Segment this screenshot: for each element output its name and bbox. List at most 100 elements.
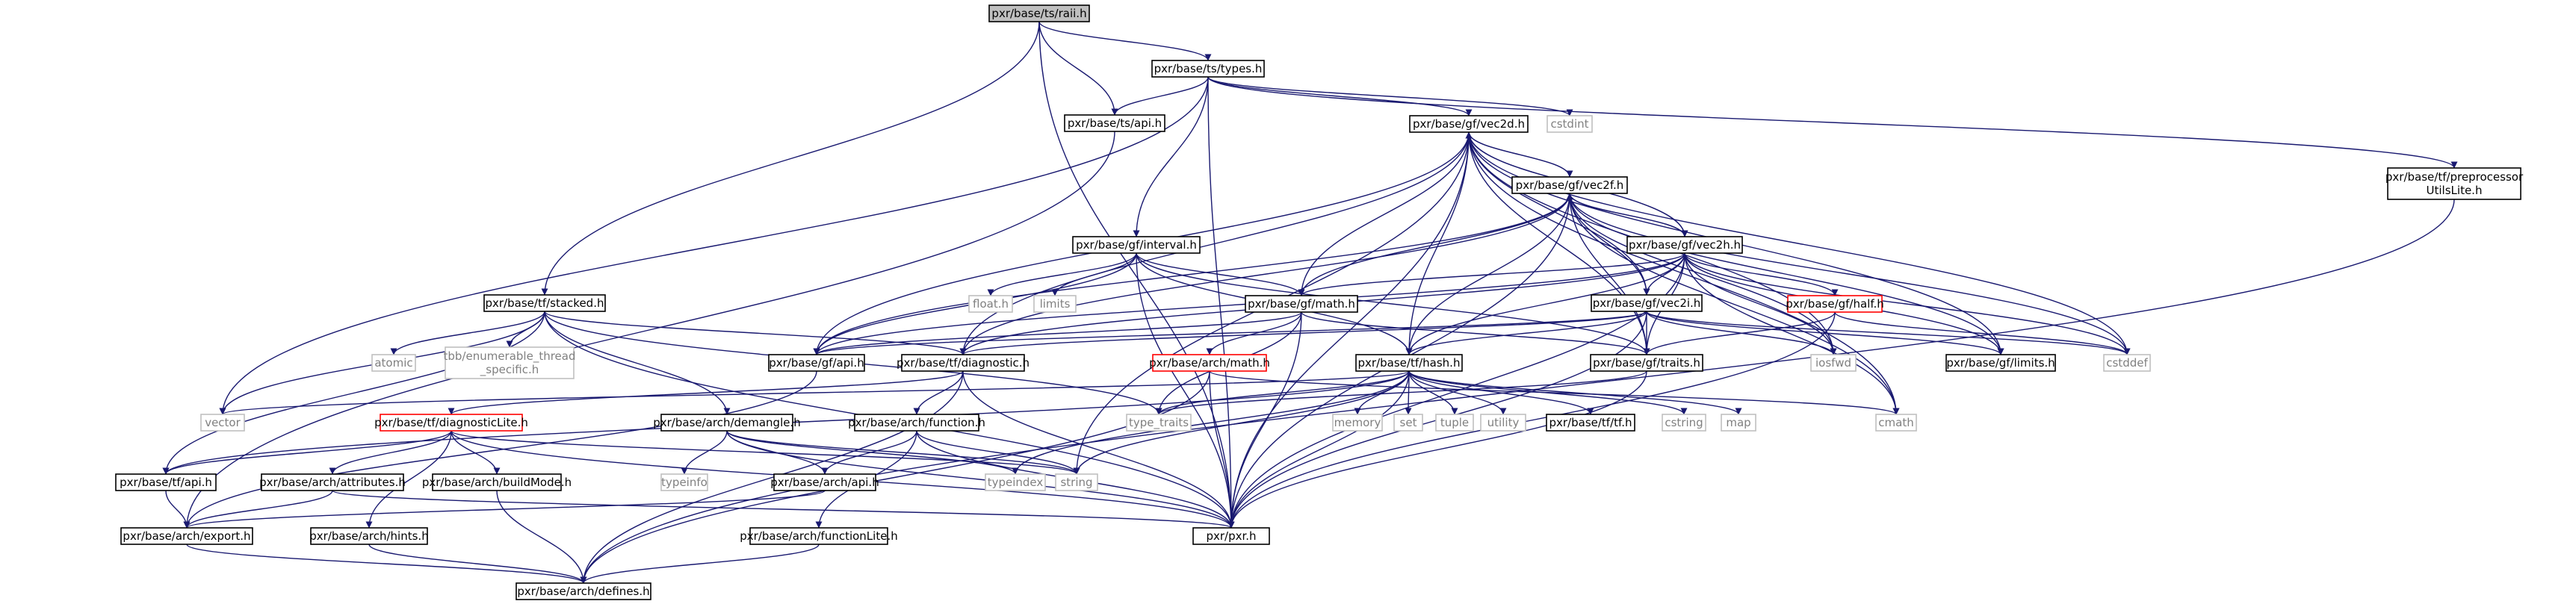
node-function[interactable]: pxr/base/arch/function.h (848, 414, 985, 432)
edge-diagnostic-to-function (913, 370, 964, 415)
node-map: map (1721, 414, 1756, 432)
edge-demangle-to-typeinfo (681, 430, 728, 475)
node-box (968, 295, 1013, 313)
node-box (660, 414, 793, 432)
edge-stacked-to-demangle (544, 311, 731, 415)
node-defines[interactable]: pxr/base/arch/defines.h (515, 582, 651, 600)
node-types[interactable]: pxr/base/ts/types.h (1151, 60, 1265, 78)
node-gflimits[interactable]: pxr/base/gf/limits.h (1945, 354, 2056, 372)
node-label: pxr/base/gf/vec2f.h (1516, 178, 1624, 192)
node-label: utility (1487, 416, 1520, 429)
edge-tfhash-to-typeindex (1012, 370, 1410, 475)
node-label: pxr/base/gf/limits.h (1946, 356, 2055, 370)
node-set: set (1393, 414, 1423, 432)
node-label: typeinfo (661, 476, 708, 489)
nodes-layer: pxr/base/ts/raii.h pxr/base/ts/types.h pxr… (115, 4, 2524, 600)
node-label: string (1060, 476, 1092, 489)
edge-archapi-to-exporth (183, 490, 826, 529)
node-gfapi[interactable]: pxr/base/gf/api.h (768, 354, 865, 372)
node-label: pxr/base/arch/demangle.h (653, 416, 801, 429)
node-typeinfo: typeinfo (660, 473, 708, 491)
node-archapi[interactable]: pxr/base/arch/api.h (770, 473, 879, 491)
node-tfhash[interactable]: pxr/base/tf/hash.h (1355, 354, 1463, 372)
edge-half-to-pxr (1227, 311, 1836, 529)
edge-vec2d-to-cstddef (1468, 131, 2131, 355)
node-tfh[interactable]: pxr/base/tf/tf.h (1546, 414, 1635, 432)
node-label: pxr/base/tf/tf.h (1549, 416, 1632, 429)
node-box (1945, 354, 2056, 372)
node-gftraits[interactable]: pxr/base/gf/traits.h (1590, 354, 1703, 372)
edge-vec2h-to-cmath (1684, 252, 1900, 415)
node-box (901, 354, 1025, 372)
node-string: string (1055, 473, 1098, 491)
node-label: UtilsLite.h (2427, 184, 2483, 197)
node-label: cmath (1878, 416, 1913, 429)
edge-stacked-to-tfapi (162, 311, 545, 475)
node-box (2103, 354, 2151, 372)
edge-vec2i-to-gfapi (813, 311, 1647, 355)
edge-vec2d-to-cmath (1468, 131, 1900, 415)
node-diaglite[interactable]: pxr/base/tf/diagnosticLite.h (374, 414, 528, 432)
edge-gfmath-to-archmath (1206, 311, 1302, 355)
edge-diagnostic-to-defines (580, 370, 964, 584)
node-vec2f[interactable]: pxr/base/gf/vec2f.h (1511, 176, 1628, 194)
node-diagnostic[interactable]: pxr/base/tf/diagnostic.h (897, 354, 1030, 372)
node-demangle[interactable]: pxr/base/arch/demangle.h (653, 414, 801, 432)
node-ts-api[interactable]: pxr/base/ts/api.h (1064, 114, 1165, 132)
node-vec2h[interactable]: pxr/base/gf/vec2h.h (1626, 236, 1743, 254)
node-box (985, 473, 1046, 491)
edge-vec2h-to-iosfwd (1684, 252, 1837, 355)
node-box (1152, 354, 1267, 372)
node-tfapi[interactable]: pxr/base/tf/api.h (115, 473, 217, 491)
edge-vec2h-to-cstddef (1684, 252, 2131, 355)
node-half[interactable]: pxr/base/gf/half.h (1786, 295, 1884, 313)
node-buildmode[interactable]: pxr/base/arch/buildMode.h (422, 473, 572, 491)
node-archmath[interactable]: pxr/base/arch/math.h (1149, 354, 1270, 372)
node-label: pxr/base/gf/half.h (1786, 297, 1884, 311)
node-hints[interactable]: pxr/base/arch/hints.h (309, 527, 429, 545)
node-label: float.h (973, 297, 1009, 311)
edge-vec2i-to-cstddef (1646, 311, 2131, 355)
node-vector: vector (200, 414, 245, 432)
edges-layer (162, 21, 2458, 584)
node-box (380, 414, 523, 432)
node-box (1626, 236, 1743, 254)
node-vec2i[interactable]: pxr/base/gf/vec2i.h (1591, 294, 1703, 312)
edge-attributes-to-exporth (183, 490, 333, 529)
node-raii[interactable]: pxr/base/ts/raii.h (988, 4, 1090, 22)
node-label: pxr/base/gf/vec2d.h (1413, 117, 1525, 131)
edge-tfhash-to-tfh (1408, 370, 1594, 415)
node-box (768, 354, 865, 372)
edge-demangle-to-pxr (726, 430, 1235, 529)
edge-half-to-cstddef (1834, 311, 2131, 355)
edge-ts-api-to-exporth (183, 131, 1115, 529)
edge-diagnostic-to-diaglite (448, 370, 964, 415)
node-stacked[interactable]: pxr/base/tf/stacked.h (483, 294, 606, 312)
node-label: pxr/base/arch/api.h (770, 476, 879, 489)
node-exporth[interactable]: pxr/base/arch/export.h (120, 527, 253, 545)
node-gfmath[interactable]: pxr/base/gf/math.h (1245, 295, 1358, 313)
node-label: set (1400, 416, 1417, 429)
node-label: pxr/base/gf/vec2h.h (1629, 238, 1741, 252)
edge-gftraits-to-pxr (1227, 370, 1647, 529)
node-functionlite[interactable]: pxr/base/arch/functionLite.h (740, 527, 898, 545)
edge-raii-to-ts-api (1038, 21, 1118, 116)
node-vec2d[interactable]: pxr/base/gf/vec2d.h (1409, 115, 1529, 133)
edge-vec2f-to-iosfwd (1569, 193, 1837, 355)
node-label: vector (205, 416, 241, 429)
node-pxr[interactable]: pxr/pxr.h (1192, 527, 1270, 545)
node-attributes[interactable]: pxr/base/arch/attributes.h (259, 473, 406, 491)
node-box (1033, 295, 1077, 313)
node-box (1591, 294, 1703, 312)
node-label: pxr/base/tf/diagnostic.h (897, 356, 1030, 370)
node-box (749, 527, 888, 545)
edge-vec2d-to-pxr (1227, 131, 1470, 529)
node-box (1435, 414, 1474, 432)
edge-tfhash-to-map (1408, 370, 1742, 415)
node-label: pxr/base/arch/hints.h (309, 529, 428, 543)
node-box (1245, 295, 1358, 313)
node-interval[interactable]: pxr/base/gf/interval.h (1072, 236, 1201, 254)
node-box (1511, 176, 1628, 194)
node-cstdint: cstdint (1546, 115, 1593, 133)
